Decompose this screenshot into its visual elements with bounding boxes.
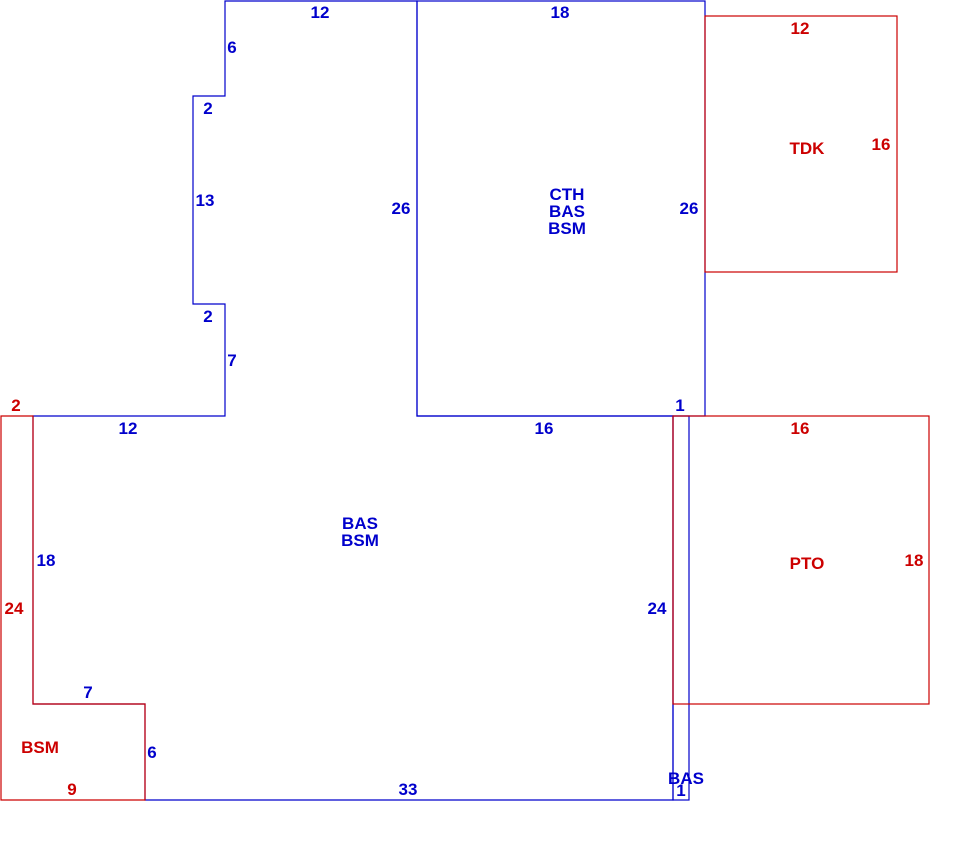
dim-bsm-left: 24 bbox=[5, 599, 24, 618]
dim-notch-top: 2 bbox=[203, 99, 212, 118]
main-building-outline bbox=[32, 0, 674, 801]
dim-main-right-side: 24 bbox=[648, 599, 667, 618]
dim-cth-corner: 1 bbox=[675, 396, 684, 415]
dim-notch-bottom: 2 bbox=[203, 307, 212, 326]
dim-pto-top: 16 bbox=[791, 419, 810, 438]
dim-bsm-notch-top: 7 bbox=[83, 683, 92, 702]
bsm-outline bbox=[0, 415, 146, 801]
label-main-bas: BAS bbox=[342, 514, 378, 533]
dim-main-bottom: 33 bbox=[399, 780, 418, 799]
tdk-outline bbox=[704, 15, 898, 273]
dim-bsm-bottom: 9 bbox=[67, 780, 76, 799]
dim-main-left-lower: 7 bbox=[227, 351, 236, 370]
dim-bas-strip-width: 1 bbox=[676, 781, 685, 800]
dim-cth-left: 26 bbox=[392, 199, 411, 218]
pto-outline bbox=[672, 415, 930, 705]
label-cth-bas: BAS bbox=[549, 202, 585, 221]
dim-tdk-top: 12 bbox=[791, 19, 810, 38]
label-cth-bsm: BSM bbox=[548, 219, 586, 238]
dim-main-left-mid: 13 bbox=[196, 191, 215, 210]
dim-cth-top: 18 bbox=[551, 3, 570, 22]
dim-main-top-left: 12 bbox=[311, 3, 330, 22]
dim-main-left-upper: 6 bbox=[227, 38, 236, 57]
label-main-bsm: BSM bbox=[341, 531, 379, 550]
bas-strip-outline bbox=[672, 415, 690, 801]
dim-bsm-notch-side: 6 bbox=[147, 743, 156, 762]
dim-bsm-top: 2 bbox=[11, 396, 20, 415]
dim-main-mid-left-top: 12 bbox=[119, 419, 138, 438]
label-bsm: BSM bbox=[21, 738, 59, 757]
dim-pto-right: 18 bbox=[905, 551, 924, 570]
dim-tdk-right: 16 bbox=[872, 135, 891, 154]
dim-cth-bottom: 16 bbox=[535, 419, 554, 438]
dim-main-left-side: 18 bbox=[37, 551, 56, 570]
label-cth-cth: CTH bbox=[550, 185, 585, 204]
label-tdk: TDK bbox=[790, 139, 826, 158]
label-bas-strip: BAS bbox=[668, 769, 704, 788]
dim-cth-right: 26 bbox=[680, 199, 699, 218]
label-pto: PTO bbox=[790, 554, 825, 573]
